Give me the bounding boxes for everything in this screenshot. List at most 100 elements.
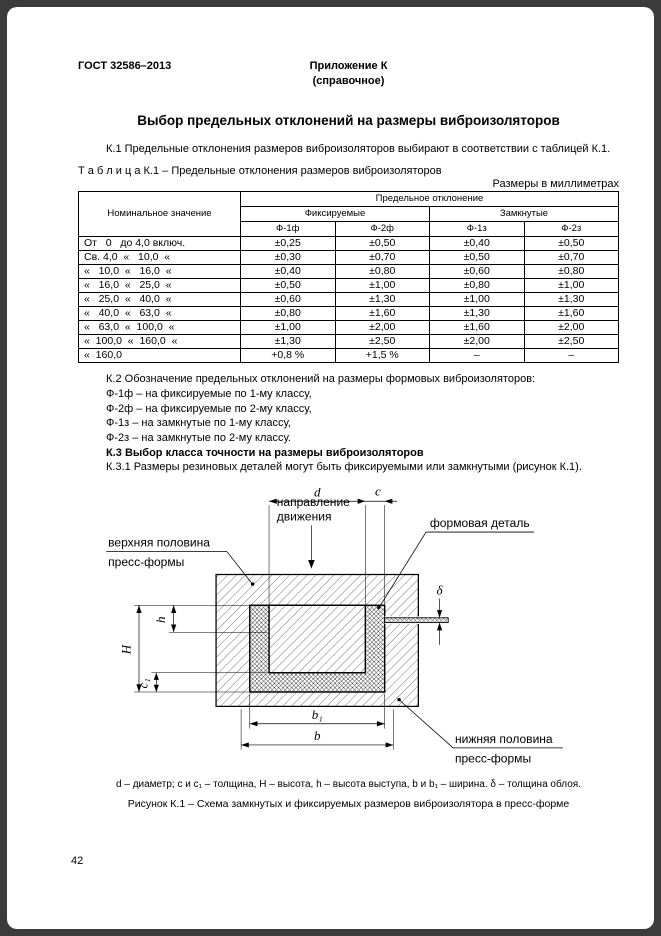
table-cell: ±1,60 [429,320,525,336]
table-row: « 63,0 « 100,0 « ±1,00 ±2,00 ±1,60 ±2,00 [78,320,619,336]
note-item-f2z: Ф-2з – на замкнутые по 2-му классу. [106,431,291,444]
table-cell: +1,5 % [334,348,430,364]
figure-caption: Рисунок К.1 – Схема замкнутых и фиксируе… [127,797,570,810]
table-body: От 0 до 4,0 включ. ±0,25 ±0,50 ±0,40 ±0,… [78,236,619,364]
table-cell: ±2,00 [429,334,525,350]
direction-arrow [307,525,315,569]
table-cell: ±0,60 [240,292,336,308]
lower-half-label-line1: нижняя половина [454,732,552,746]
table-cell: ±2,50 [334,334,430,350]
table-cell: ±1,30 [334,292,430,308]
header-deviation: Предельное отклонение [240,191,619,208]
table-cell: ±0,50 [240,278,336,294]
table-header-row: Номинальное значение Предельное отклонен… [78,191,619,238]
table-cell: – [429,348,525,364]
table-header-row: Фиксируемые Замкнутые [79,206,619,223]
upper-half-label-line1: верхняя половина [108,535,210,549]
table-cell: « 10,0 « 16,0 « [78,264,241,280]
table-cell: « 16,0 « 25,0 « [78,278,241,294]
table-cell: ±2,50 [523,334,619,350]
dimension-lines [135,498,442,748]
table-row: « 40,0 « 63,0 « ±0,80 ±1,60 ±1,30 ±1,60 [78,306,619,322]
table-row: « 10,0 « 16,0 « ±0,40 ±0,80 ±0,60 ±0,80 [78,264,619,280]
table-cell: ±1,30 [240,334,336,350]
press-form-diagram: направление движения верхняя половина пр… [105,483,563,765]
header-fixed: Фиксируемые [240,206,430,223]
deviations-table: Номинальное значение Предельное отклонен… [78,191,619,364]
table-cell: « 160,0 [78,348,241,364]
table-cell: ±0,80 [523,264,619,280]
table-cell: ±0,80 [429,278,525,294]
table-cell: ±0,80 [240,306,336,322]
table-cell: ±0,40 [240,264,336,280]
paragraph-k2: К.2 Обозначение предельных отклонений на… [106,373,536,386]
table-cell: ±0,30 [240,250,336,266]
table-cell: ±1,30 [429,306,525,322]
direction-label-line1: направление [276,495,349,509]
table-cell: « 25,0 « 40,0 « [78,292,241,308]
appendix-title: Приложение К [309,60,388,72]
appendix-block: Приложение К (справочное) [78,59,619,89]
table-cell: ±0,70 [523,250,619,266]
table-cell: ±1,30 [523,292,619,308]
note-item-f1z: Ф-1з – на замкнутые по 1-му классу, [106,417,291,430]
table-cell: От 0 до 4,0 включ. [78,236,241,252]
table-cell: ±1,00 [240,320,336,336]
header-class-f2f: Ф-2ф [334,221,430,238]
appendix-subtitle: (справочное) [312,74,385,87]
table-row: « 160,0 +0,8 % +1,5 % – – [78,348,619,364]
table-cell: ±1,60 [523,306,619,322]
table-cell: ±0,50 [429,250,525,266]
header-closed: Замкнутые [429,206,619,223]
lower-half-label-line2: пресс-формы [454,751,530,765]
table-cell: – [523,348,619,364]
table-row: Св. 4,0 « 10,0 « ±0,30 ±0,70 ±0,50 ±0,70 [78,250,619,266]
notes-block: К.2 Обозначение предельных отклонений на… [78,372,619,474]
table-cell: ±0,70 [334,250,430,266]
dim-label-c: c [375,483,381,498]
note-item-f1f: Ф-1ф – на фиксируемые по 1-му классу, [106,388,312,401]
header-nominal: Номинальное значение [78,191,241,238]
table-cell: ±0,25 [240,236,336,252]
dim-label-H: H [118,644,133,655]
table-cell: ±1,60 [334,306,430,322]
table-cell: « 63,0 « 100,0 « [78,320,241,336]
page-number: 42 [71,855,84,867]
table-cell: « 100,0 « 160,0 « [78,334,241,350]
header-class-f2z: Ф-2з [523,221,619,238]
molded-rubber-part [248,604,452,693]
table-cell: ±0,80 [334,264,430,280]
table-row: « 100,0 « 160,0 « ±1,30 ±2,50 ±2,00 ±2,5… [78,334,619,350]
table-header: Номинальное значение Предельное отклонен… [78,191,619,238]
table-row: « 25,0 « 40,0 « ±0,60 ±1,30 ±1,00 ±1,30 [78,292,619,308]
table-cell: « 40,0 « 63,0 « [78,306,241,322]
dim-label-c1: c₁ [135,678,150,688]
table-cell: ±0,40 [429,236,525,252]
table-cell: +0,8 % [240,348,336,364]
figure-footnote: d – диаметр; с и с₁ – толщина, Н – высот… [116,778,581,790]
header-class-f1z: Ф-1з [429,221,525,238]
dim-label-b: b [313,728,320,743]
page-content: ГОСТ 32586–2013 Приложение К (справочное… [78,59,619,810]
dim-label-h: h [153,616,168,623]
direction-label-line2: движения [276,509,331,523]
header-class-f1f: Ф-1ф [240,221,336,238]
table-cell: ±2,00 [523,320,619,336]
table-cell: ±0,50 [523,236,619,252]
table-cell: ±2,00 [334,320,430,336]
table-row: « 16,0 « 25,0 « ±0,50 ±1,00 ±0,80 ±1,00 [78,278,619,294]
table-cell: Св. 4,0 « 10,0 « [78,250,241,266]
doc-number: ГОСТ 32586–2013 [78,60,172,72]
note-item-f2f: Ф-2ф – на фиксируемые по 2-му классу, [106,402,312,415]
table-cell: ±0,60 [429,264,525,280]
page-title: Выбор предельных отклонений на размеры в… [137,113,560,128]
paragraph-k1: К.1 Предельные отклонения размеров вибро… [106,143,611,155]
molded-detail-label: формовая деталь [429,516,529,530]
table-cell: ±1,00 [429,292,525,308]
paragraph-k31: К.3.1 Размеры резиновых деталей могут бы… [106,461,582,474]
table-cell: ±1,00 [523,278,619,294]
document-page: ГОСТ 32586–2013 Приложение К (справочное… [7,7,654,929]
dim-label-d: d [313,484,320,499]
table-cell: ±0,50 [334,236,430,252]
leader-lines [105,531,563,748]
